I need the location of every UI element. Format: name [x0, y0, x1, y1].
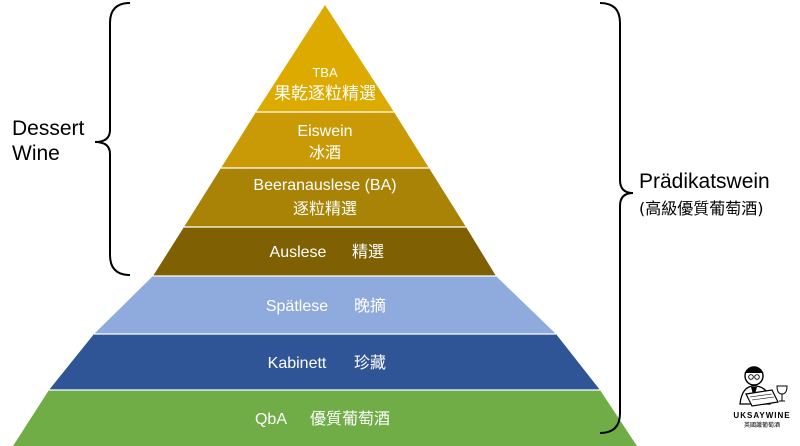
pradikatswein-zh-label: (高級優質葡萄酒): [639, 199, 764, 218]
tier-eiswein-zh: 冰酒: [309, 143, 341, 162]
tier-spatlese-zh: 晚摘: [354, 296, 386, 315]
left-brace: [94, 2, 131, 276]
tier-kabinett-shape: [49, 334, 600, 390]
tier-eiswein-shape: [221, 112, 429, 168]
tier-eiswein-en: Eiswein: [297, 123, 352, 140]
tier-ba-shape: [184, 168, 466, 227]
tier-kabinett-zh: 珍藏: [354, 353, 386, 372]
tier-dividers: [49, 111, 600, 391]
pradikatswein-label: Prädikatswein: [639, 170, 770, 193]
tier-auslese-shape: [153, 227, 496, 276]
tier-tba-zh: 果乾逐粒精選: [274, 84, 376, 104]
tier-spatlese-shape: [94, 276, 556, 334]
tier-kabinett-en: Kabinett: [268, 355, 327, 372]
tier-ba-zh: 逐粒精選: [293, 199, 357, 218]
tier-auslese-zh: 精選: [352, 242, 384, 261]
tier-qba-en: QbA: [255, 411, 287, 428]
tier-ba-en: Beeranauslese (BA): [253, 177, 396, 194]
uksaywine-logo: UKSAYWINE 英國識葡萄酒: [733, 366, 790, 429]
tier-qba-zh: 優質葡萄酒: [310, 409, 390, 428]
dessert-wine-label-line2: Wine: [12, 142, 60, 165]
dessert-wine-label-line1: Dessert: [12, 117, 85, 140]
tier-tba-shape: [256, 5, 394, 112]
tier-qba-shape: [13, 390, 637, 446]
logo-name: UKSAYWINE: [733, 411, 790, 420]
logo-subtitle: 英國識葡萄酒: [744, 421, 780, 429]
tier-spatlese-en: Spätlese: [266, 298, 328, 315]
tier-auslese-en: Auslese: [270, 244, 327, 261]
tier-tba-en: TBA: [312, 65, 338, 80]
right-brace: [599, 2, 634, 434]
